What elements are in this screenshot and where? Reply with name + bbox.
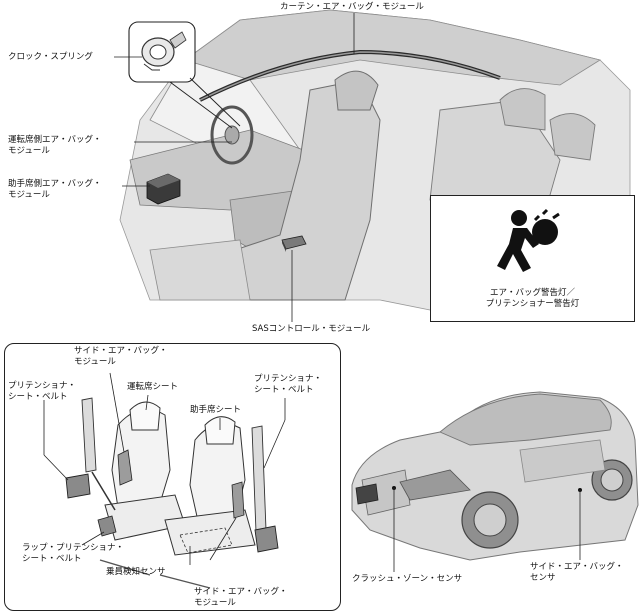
- side-airbag-bottom-label: サイド・エア・バッグ・ モジュール: [194, 587, 288, 609]
- lap-pretensioner-label: ラップ・プリテンショナ・ シート・ベルト: [22, 543, 124, 565]
- passenger-seat-label: 助手席シート: [190, 405, 241, 416]
- driver-airbag-label: 運転席側エア・バッグ・ モジュール: [8, 135, 102, 157]
- side-airbag-top-label: サイド・エア・バッグ・ モジュール: [74, 346, 168, 368]
- curtain-airbag-label: カーテン・エア・バッグ・モジュール: [280, 2, 424, 13]
- airbag-warning-icon: [491, 206, 571, 276]
- side-airbag-sensor-label: サイド・エア・バッグ・ センサ: [530, 562, 624, 584]
- passenger-airbag-label: 助手席側エア・バッグ・ モジュール: [8, 179, 102, 201]
- pretensioner-left-label: プリテンショナ・ シート・ベルト: [8, 381, 76, 403]
- pretensioner-right-label: プリテンショナ・ シート・ベルト: [254, 374, 322, 396]
- occupant-sensor-label: 乗員検知センサ: [106, 567, 166, 578]
- clock-spring-label: クロック・スプリング: [8, 52, 93, 63]
- vehicle-exterior-illustration: [352, 392, 638, 560]
- warning-light-box: エア・バッグ警告灯／ プリテンショナー警告灯: [430, 195, 635, 322]
- crash-zone-sensor-label: クラッシュ・ゾーン・センサ: [352, 574, 462, 585]
- warning-light-label: エア・バッグ警告灯／ プリテンショナー警告灯: [431, 288, 634, 310]
- sas-control-module-label: SASコントロール・モジュール: [252, 324, 370, 335]
- driver-seat-label: 運転席シート: [127, 382, 178, 393]
